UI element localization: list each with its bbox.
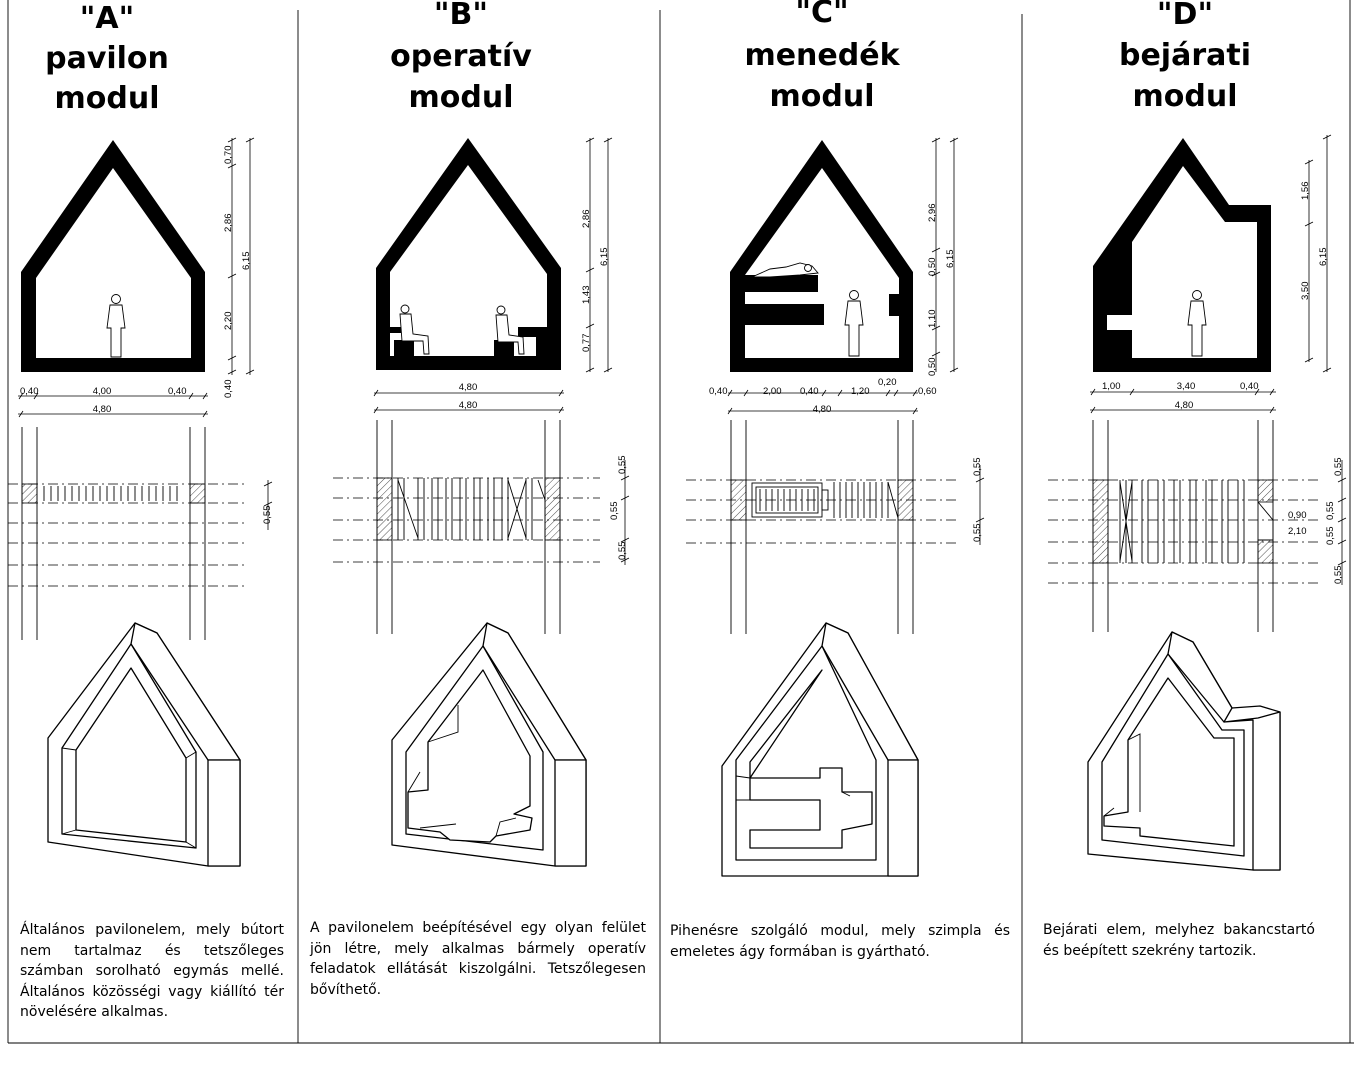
module-a-vertical-dimensions: 0,70 2,86 2,20 0,40 6,15: [223, 137, 255, 399]
module-c-description: Pihenésre szolgáló modul, mely szimpla é…: [670, 923, 1010, 960]
svg-text:0,40: 0,40: [20, 386, 39, 397]
svg-text:0,40: 0,40: [223, 380, 234, 399]
svg-text:"C": "C": [795, 0, 848, 30]
sheet-frame: [7, 0, 1354, 1044]
svg-text:0,55: 0,55: [262, 506, 273, 525]
svg-text:0,50: 0,50: [927, 258, 938, 277]
svg-text:6,15: 6,15: [241, 252, 252, 271]
module-b-horizontal-dimensions: 4,80 4,80: [373, 382, 564, 414]
svg-text:4,80: 4,80: [459, 382, 478, 393]
seated-figure-right: [495, 305, 525, 355]
svg-text:0,55: 0,55: [617, 456, 628, 475]
svg-text:0,40: 0,40: [168, 386, 187, 397]
module-b-vertical-dimensions: 2,86 1,43 0,77 6,15: [581, 137, 613, 373]
module-a-plan: 0,55: [8, 427, 273, 640]
svg-text:1,20: 1,20: [851, 386, 870, 397]
module-a-isometric: [47, 622, 241, 867]
module-d-vertical-dimensions: 1,56 3,50 6,15: [1300, 134, 1332, 373]
svg-text:0,55: 0,55: [972, 458, 983, 477]
person-figure: [1187, 290, 1207, 357]
module-c-title: "C" menedék modul: [744, 0, 900, 114]
svg-text:0,40: 0,40: [1240, 381, 1259, 392]
svg-text:0,55: 0,55: [1325, 502, 1336, 521]
svg-text:3,50: 3,50: [1300, 282, 1311, 301]
module-b-isometric: [391, 622, 587, 867]
svg-text:6,15: 6,15: [599, 248, 610, 267]
svg-text:operatív: operatív: [390, 39, 532, 74]
module-b-plan: 0,55 0,55 0,55: [333, 420, 630, 634]
module-b-description: A pavilonelem beépítésével egy olyan fel…: [310, 920, 646, 998]
svg-text:4,80: 4,80: [93, 404, 112, 415]
svg-text:3,40: 3,40: [1177, 381, 1196, 392]
module-d-section: [1093, 138, 1271, 372]
svg-text:4,80: 4,80: [459, 400, 478, 411]
svg-text:2,86: 2,86: [223, 214, 234, 233]
svg-text:4,80: 4,80: [1175, 400, 1194, 411]
svg-text:"A": "A": [80, 1, 134, 36]
svg-text:0,40: 0,40: [800, 386, 819, 397]
svg-text:modul: modul: [770, 79, 875, 114]
svg-text:"B": "B": [434, 0, 488, 32]
module-c-isometric: [721, 622, 919, 877]
svg-text:bejárati: bejárati: [1119, 38, 1251, 73]
module-c-section: [730, 140, 913, 372]
svg-text:menedék: menedék: [744, 38, 900, 73]
person-figure: [106, 294, 126, 358]
svg-text:4,00: 4,00: [93, 386, 112, 397]
module-c-vertical-dimensions: 2,96 0,50 1,10 0,50 6,15: [927, 137, 959, 377]
svg-text:0,60: 0,60: [918, 386, 937, 397]
svg-text:0,70: 0,70: [223, 146, 234, 165]
module-b-section: [376, 138, 561, 370]
lying-figure: [751, 262, 819, 278]
module-c-plan: 0,55 0,55: [686, 420, 985, 634]
svg-text:0,50: 0,50: [927, 358, 938, 377]
svg-text:0,55: 0,55: [972, 524, 983, 543]
module-a-title: "A" pavilon modul: [45, 1, 169, 116]
svg-text:modul: modul: [55, 81, 160, 116]
module-b-title: "B" operatív modul: [390, 0, 532, 115]
module-a-horizontal-dimensions: 0,40 4,00 0,40 4,80: [18, 386, 208, 418]
svg-text:0,90: 0,90: [1288, 510, 1307, 521]
svg-text:0,55: 0,55: [609, 502, 620, 521]
seated-figure-left: [399, 304, 430, 355]
svg-text:0,55: 0,55: [1325, 527, 1336, 546]
svg-text:1,56: 1,56: [1300, 182, 1311, 201]
svg-text:0,55: 0,55: [617, 542, 628, 561]
module-a-section: [21, 140, 205, 372]
svg-text:2,00: 2,00: [763, 386, 782, 397]
svg-text:6,15: 6,15: [1318, 248, 1329, 267]
svg-text:0,77: 0,77: [581, 334, 592, 353]
module-d-horizontal-dimensions: 1,00 3,40 0,40 4,80: [1090, 381, 1276, 414]
svg-text:"D": "D": [1157, 0, 1213, 32]
svg-text:2,20: 2,20: [223, 312, 234, 331]
svg-text:modul: modul: [409, 80, 514, 115]
svg-text:0,55: 0,55: [1333, 566, 1344, 585]
svg-text:modul: modul: [1133, 79, 1238, 114]
svg-text:4,80: 4,80: [813, 404, 832, 415]
module-c-horizontal-dimensions: 0,40 2,00 0,40 1,20 0,20 0,60 4,80: [709, 377, 937, 415]
module-d-title: "D" bejárati modul: [1119, 0, 1251, 114]
module-d-plan: 0,90 2,10 0,55 0,55 0,55 0,55: [1048, 420, 1347, 632]
svg-text:1,00: 1,00: [1102, 381, 1121, 392]
svg-text:0,55: 0,55: [1333, 458, 1344, 477]
svg-text:0,40: 0,40: [709, 386, 728, 397]
module-a-description: Általános pavilonelem, mely bútort nem t…: [20, 922, 284, 1020]
module-d-description: Bejárati elem, melyhez bakancstartó és b…: [1043, 922, 1315, 959]
svg-text:1,43: 1,43: [581, 286, 592, 305]
person-figure: [844, 290, 864, 357]
svg-text:pavilon: pavilon: [45, 41, 169, 76]
svg-text:2,10: 2,10: [1288, 526, 1307, 537]
module-d-isometric: [1087, 631, 1281, 871]
svg-text:2,86: 2,86: [581, 210, 592, 229]
svg-text:6,15: 6,15: [945, 250, 956, 269]
svg-text:0,20: 0,20: [878, 377, 897, 388]
svg-text:2,96: 2,96: [927, 204, 938, 223]
svg-text:1,10: 1,10: [927, 310, 938, 329]
